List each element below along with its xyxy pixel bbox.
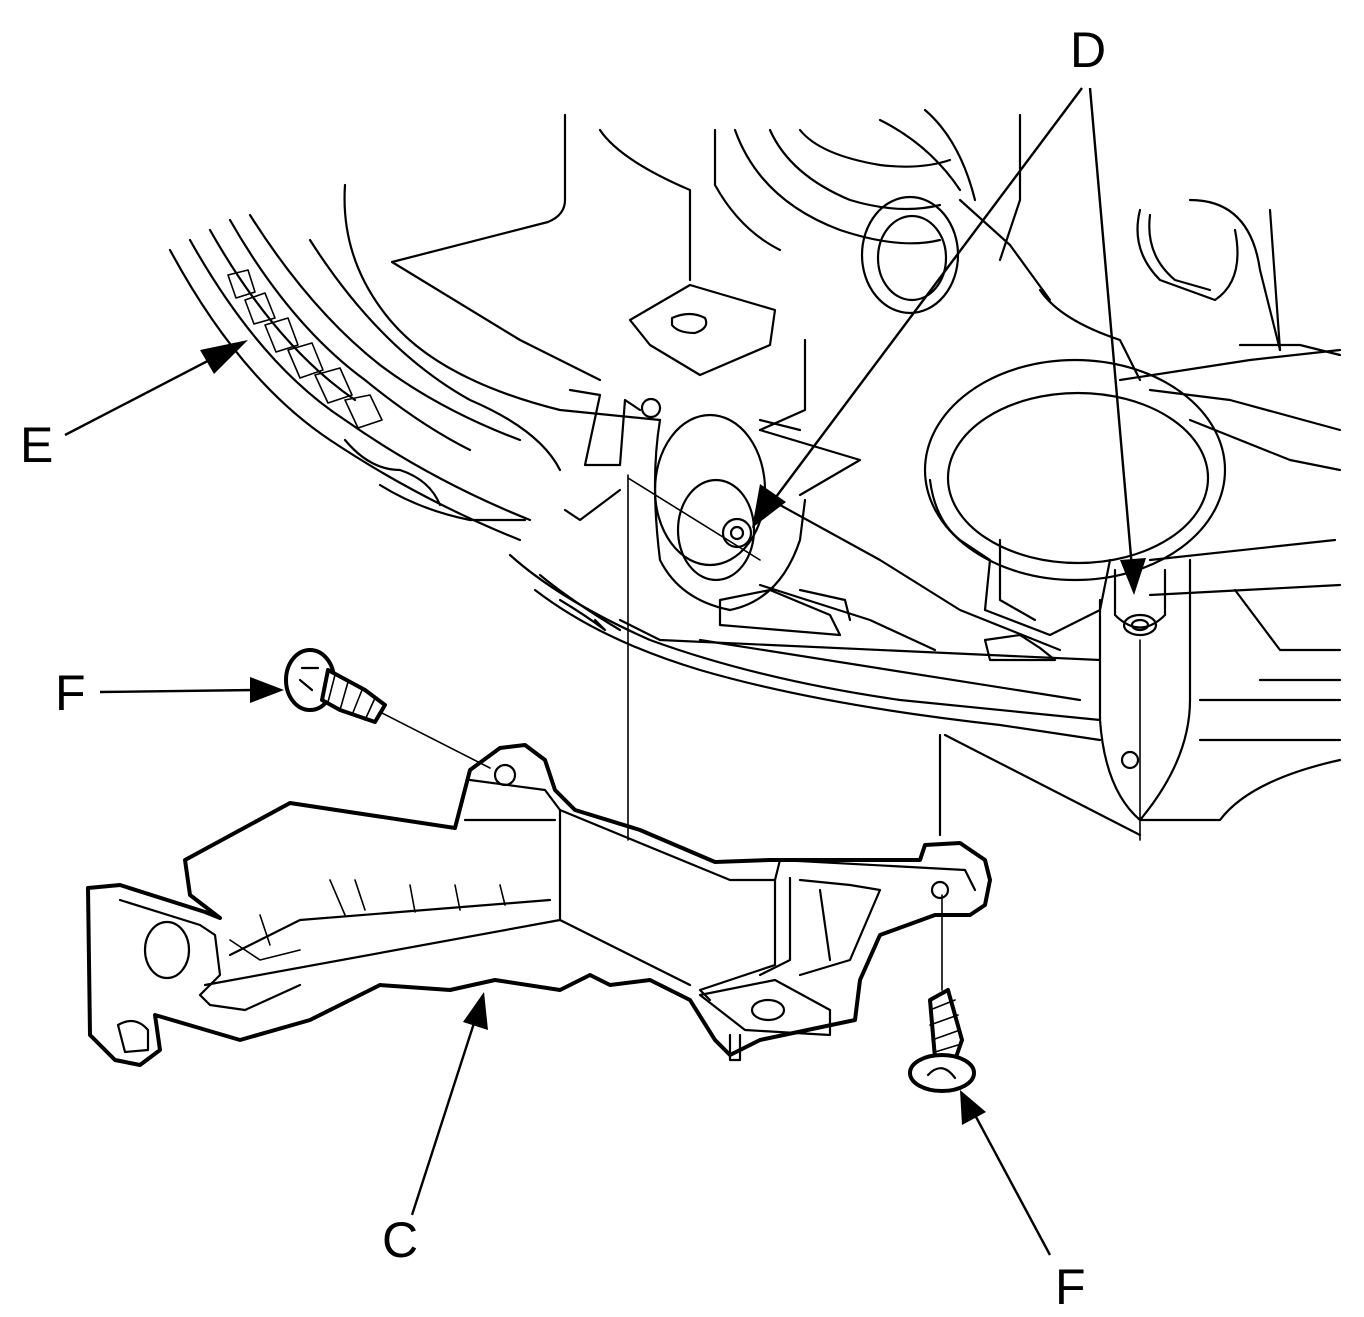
label-d: D bbox=[1070, 22, 1107, 78]
arrowhead-d-left bbox=[752, 484, 786, 528]
leader-f-lower bbox=[973, 1114, 1052, 1256]
screw-upper bbox=[284, 648, 387, 724]
arrowhead-f-lower bbox=[960, 1090, 986, 1125]
label-f-upper: F bbox=[55, 665, 86, 721]
alignment-lines bbox=[379, 474, 1141, 991]
leader-d-left bbox=[769, 87, 1083, 506]
arrowhead-d-right bbox=[1120, 558, 1146, 595]
label-c: C bbox=[382, 1212, 419, 1268]
label-e: E bbox=[20, 417, 54, 473]
bracket-part-c bbox=[86, 743, 992, 1067]
arrowhead-e bbox=[200, 340, 248, 374]
bracket-outline bbox=[86, 743, 992, 1067]
leader-e bbox=[64, 350, 226, 437]
label-f-lower: F bbox=[1055, 1259, 1086, 1315]
background-assembly bbox=[343, 108, 1342, 837]
side-panel bbox=[168, 213, 622, 632]
leader-d-right bbox=[1088, 87, 1134, 569]
screw-lower bbox=[908, 988, 976, 1093]
leader-f-upper bbox=[99, 688, 256, 694]
leader-c bbox=[410, 1019, 477, 1216]
arrowhead-c bbox=[463, 992, 488, 1030]
arrowhead-f-upper bbox=[250, 677, 284, 703]
leader-arrows bbox=[64, 87, 1146, 1256]
